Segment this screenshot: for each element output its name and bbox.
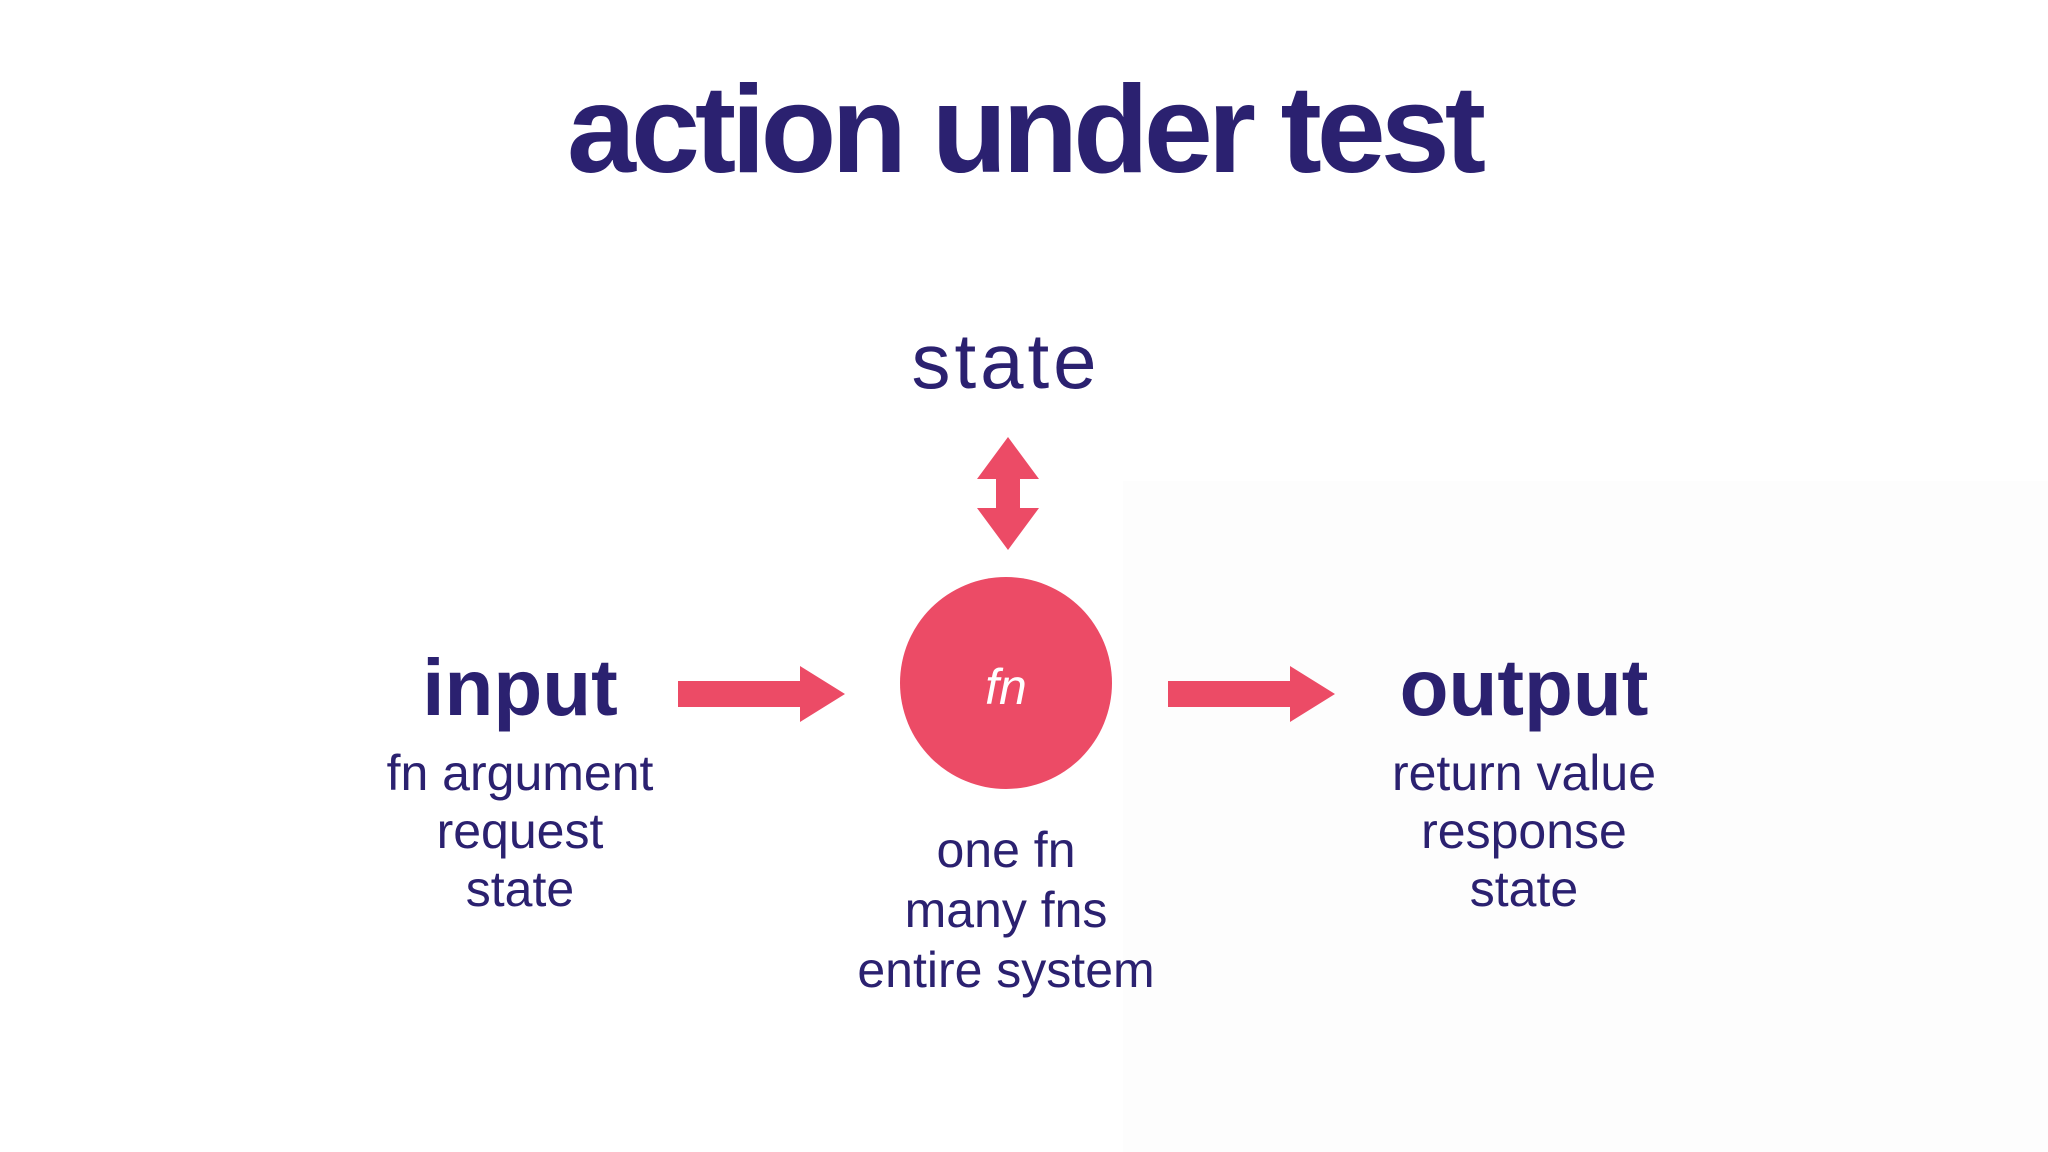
input-item: request [436,803,604,859]
scope-item: one fn [936,822,1076,878]
fn-circle: fn [900,577,1112,789]
input-item: fn argument [386,745,654,801]
state-label: state [911,317,1101,405]
page-title: action under test [566,61,1486,199]
input-item: state [465,861,575,917]
output-item: return value [1391,745,1657,801]
output-items: return value response state [1392,744,1656,918]
output-item: state [1469,861,1579,917]
output-label: output [1399,643,1649,732]
output-arrow-icon [1168,666,1335,722]
state-bidirectional-arrow-icon [977,437,1039,550]
input-label: input [422,643,618,732]
input-items: fn argument request state [387,744,654,918]
scope-item: entire system [857,942,1155,998]
output-item: response [1421,803,1627,859]
fn-label: fn [985,659,1027,715]
fn-scope-items: one fn many fns entire system [857,820,1154,1000]
input-arrow-icon [678,666,845,722]
background-shade-band [1123,481,2048,1152]
scope-item: many fns [904,882,1108,938]
